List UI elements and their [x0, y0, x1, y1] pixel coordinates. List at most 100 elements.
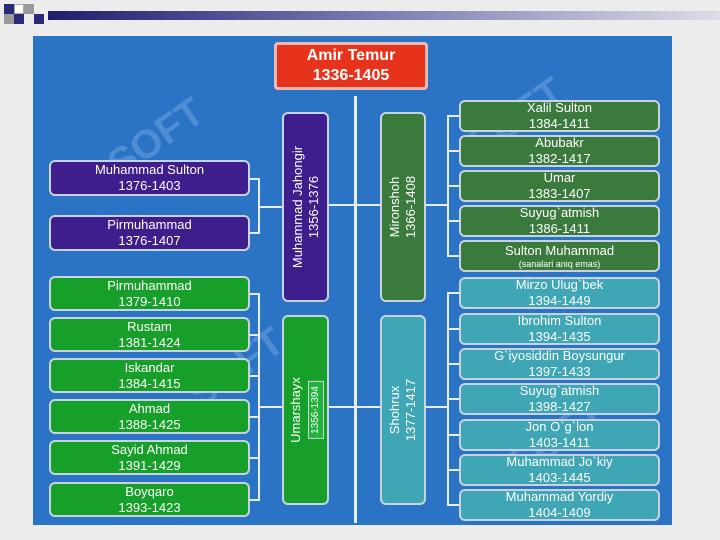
- decor-square: [14, 14, 24, 24]
- connector-line: [329, 406, 381, 408]
- node-name: Amir Temur: [306, 47, 396, 64]
- connector-line: [447, 434, 459, 436]
- node-name: Sulton Muhammad: [504, 243, 615, 258]
- vertical-label: Umarshayx 1356-1394: [288, 377, 324, 443]
- connector-line: [249, 293, 260, 295]
- node-years: 1383-1407: [528, 186, 591, 201]
- node-name: Xalil Sulton: [526, 100, 593, 115]
- decor-square: [14, 4, 24, 14]
- decor-square: [4, 14, 14, 24]
- connector-line: [426, 406, 449, 408]
- connector-line: [447, 398, 459, 400]
- node-name: Umar: [543, 170, 576, 185]
- grandchild-node: Muhammad Sulton 1376-1403: [49, 160, 250, 196]
- node-name: Rustam: [127, 318, 172, 334]
- node-name: G`iyosiddin Boysungur: [494, 348, 625, 363]
- node-name: Abubakr: [535, 135, 584, 150]
- node-years: 1398-1427: [528, 399, 591, 414]
- node-years: 1403-1411: [528, 435, 591, 450]
- connector-line: [249, 457, 260, 459]
- grandchild-node: Umar 1383-1407: [459, 170, 660, 202]
- node-years: 1366-1408: [403, 175, 418, 239]
- node-name: Shohrux: [387, 385, 402, 435]
- son-node-mironshoh: Mironshoh 1366-1408: [380, 112, 426, 302]
- node-name: Jon O`g`lon: [525, 419, 594, 434]
- node-years: (sanalari aniq emas): [518, 259, 601, 269]
- connector-line: [447, 255, 459, 257]
- node-name: Ahmad: [128, 400, 171, 416]
- node-name: Sayid Ahmad: [111, 441, 188, 457]
- connector-line: [249, 334, 260, 336]
- grandchild-node: Sulton Muhammad (sanalari aniq emas): [459, 240, 660, 272]
- connector-line: [258, 406, 282, 408]
- node-name: Muhammad Yordiy: [505, 489, 614, 504]
- connector-line: [447, 220, 459, 222]
- node-years: 1404-1409: [528, 505, 591, 520]
- node-years: 1394-1449: [528, 293, 591, 308]
- connector-line: [447, 150, 459, 152]
- slide-header-decoration: [0, 0, 720, 30]
- grandchild-node: Muhammad Jo`kiy 1403-1445: [459, 454, 660, 486]
- node-years: 1393-1423: [118, 499, 181, 515]
- node-years: 1377-1417: [403, 378, 418, 442]
- node-name: Muhammad Jahongir: [289, 145, 305, 269]
- node-years: 1356-1376: [305, 175, 321, 239]
- node-years: 1356-1394: [307, 381, 324, 439]
- node-years: 1384-1415: [118, 375, 181, 391]
- node-name: Pirmuhammad: [107, 277, 192, 293]
- grandchild-node: Mirzo Ulug`bek 1394-1449: [459, 277, 660, 309]
- node-name: Muhammad Jo`kiy: [506, 454, 613, 469]
- grandchild-node: Iskandar 1384-1415: [49, 358, 250, 393]
- node-years: 1382-1417: [528, 151, 591, 166]
- node-name: Pirmuhammad: [107, 217, 192, 232]
- vertical-label: Muhammad Jahongir 1356-1376: [290, 146, 322, 268]
- trunk-line: [354, 96, 357, 523]
- node-name: Suyug`atmish: [519, 383, 600, 398]
- node-years: 1384-1411: [528, 116, 591, 131]
- grandchild-node: Rustam 1381-1424: [49, 317, 250, 352]
- grandchild-node: Pirmuhammad 1376-1407: [49, 215, 250, 251]
- grandchild-node: Xalil Sulton 1384-1411: [459, 100, 660, 132]
- connector-line: [329, 204, 381, 206]
- connector-line: [447, 469, 459, 471]
- node-years: 1336-1405: [312, 67, 390, 84]
- connector-line: [249, 232, 260, 234]
- node-name: Muhammad Sulton: [94, 162, 205, 177]
- decor-square: [24, 4, 34, 14]
- connector-line: [447, 363, 459, 365]
- connector-line: [249, 499, 260, 501]
- son-node-shohrux: Shohrux 1377-1417: [380, 315, 426, 505]
- connector-line: [258, 206, 282, 208]
- connector-line: [426, 204, 449, 206]
- grandchild-node: Suyug`atmish 1398-1427: [459, 383, 660, 415]
- node-name: Iskandar: [124, 359, 175, 375]
- grandchild-node: Ahmad 1388-1425: [49, 399, 250, 434]
- vertical-label: Shohrux 1377-1417: [387, 379, 419, 441]
- node-years: 1388-1425: [118, 416, 181, 432]
- connector-line: [258, 293, 260, 501]
- connector-line: [447, 185, 459, 187]
- vertical-label: Mironshoh 1366-1408: [387, 176, 419, 238]
- connector-line: [447, 504, 459, 506]
- node-name: Suyug`atmish: [519, 205, 600, 220]
- node-years: 1376-1407: [118, 233, 181, 248]
- connector-line: [249, 416, 260, 418]
- node-years: 1403-1445: [528, 470, 591, 485]
- grandchild-node: Boyqaro 1393-1423: [49, 482, 250, 517]
- node-name: Mirzo Ulug`bek: [515, 277, 604, 292]
- node-years: 1394-1435: [528, 329, 591, 344]
- root-node: Amir Temur 1336-1405: [274, 42, 428, 90]
- node-years: 1379-1410: [118, 293, 181, 309]
- header-gradient-bar: [48, 11, 720, 20]
- node-name: Mironshoh: [387, 176, 402, 238]
- connector-line: [249, 375, 260, 377]
- node-name: Umarshayx: [287, 377, 303, 443]
- grandchild-node: Pirmuhammad 1379-1410: [49, 276, 250, 311]
- grandchild-node: Abubakr 1382-1417: [459, 135, 660, 167]
- node-years: 1391-1429: [118, 457, 181, 473]
- node-name: Ibrohim Sulton: [517, 313, 602, 328]
- grandchild-node: Sayid Ahmad 1391-1429: [49, 440, 250, 475]
- node-years: 1386-1411: [528, 221, 591, 236]
- node-years: 1381-1424: [118, 334, 181, 350]
- node-years: 1376-1403: [118, 178, 181, 193]
